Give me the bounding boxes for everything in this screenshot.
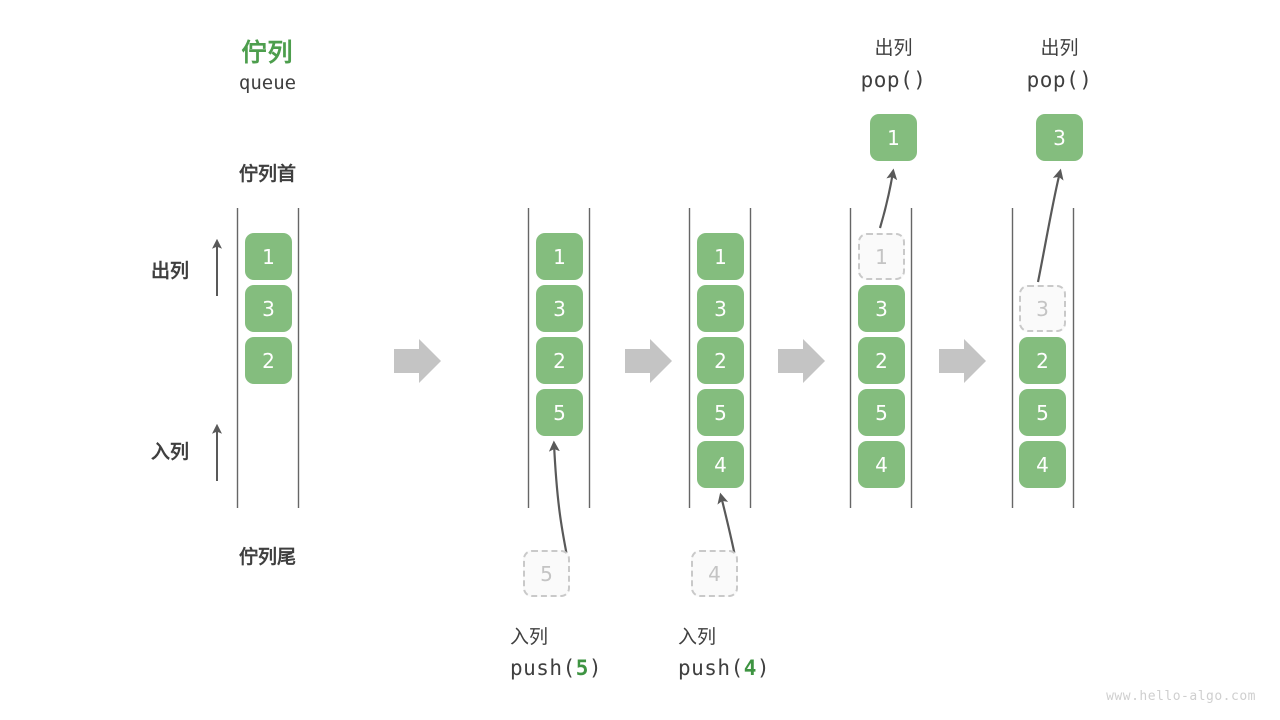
queue-tail-label: 佇列尾 — [238, 546, 296, 568]
popped-ghost-cell: 3 — [1019, 285, 1066, 332]
push-arrow-5 — [548, 440, 569, 557]
pop-header-cn-3: 出列 — [1040, 37, 1079, 59]
queue-cell: 3 — [858, 285, 905, 332]
queue-cell: 5 — [858, 389, 905, 436]
watermark: www.hello-algo.com — [1106, 689, 1256, 704]
queue-cell: 2 — [697, 337, 744, 384]
push-code-prefix: push( — [510, 656, 576, 680]
push-code-arg: 5 — [575, 656, 589, 680]
queue-cell: 2 — [536, 337, 583, 384]
step-arrow-4 — [939, 339, 986, 383]
push-arrow-4 — [717, 492, 737, 557]
step-arrow-3 — [778, 339, 825, 383]
push-code-prefix: push( — [678, 656, 744, 680]
page-title-code: queue — [238, 72, 297, 94]
pop-arrow-1 — [878, 168, 898, 229]
push-code-arg: 4 — [743, 656, 757, 680]
pop-arrow-3 — [1036, 168, 1064, 283]
page-title: 佇列 — [241, 38, 294, 67]
queue-cell: 2 — [858, 337, 905, 384]
incoming-ghost-cell-5: 5 — [523, 550, 570, 597]
queue-head-label: 佇列首 — [238, 163, 296, 185]
popped-value-cell-3: 3 — [1036, 114, 1083, 161]
push-caption-code-4: push(4) — [638, 656, 858, 680]
queue-cell: 5 — [697, 389, 744, 436]
push-caption-code-5: push(5) — [470, 656, 690, 680]
queue-cell-new: 5 — [536, 389, 583, 436]
queue-cell: 4 — [1019, 441, 1066, 488]
queue-cell: 3 — [697, 285, 744, 332]
dequeue-label: 出列 — [150, 260, 189, 282]
push-code-suffix: ) — [588, 656, 603, 680]
queue-cell: 1 — [697, 233, 744, 280]
step-arrow-1 — [394, 339, 441, 383]
push-code-suffix: ) — [756, 656, 771, 680]
queue-cell: 5 — [1019, 389, 1066, 436]
push-caption-cn-5: 入列 — [510, 626, 549, 648]
push-caption-cn-4: 入列 — [678, 626, 717, 648]
queue-cell: 1 — [245, 233, 292, 280]
queue-rails — [236, 208, 1075, 508]
queue-cell: 2 — [245, 337, 292, 384]
incoming-ghost-cell-4: 4 — [691, 550, 738, 597]
queue-cell: 2 — [1019, 337, 1066, 384]
popped-value-cell-1: 1 — [870, 114, 917, 161]
queue-cell-new: 4 — [697, 441, 744, 488]
enqueue-label: 入列 — [150, 441, 189, 463]
popped-ghost-cell: 1 — [858, 233, 905, 280]
queue-cell: 4 — [858, 441, 905, 488]
queue-cell: 1 — [536, 233, 583, 280]
pop-header-code-3: pop() — [1026, 68, 1093, 92]
queue-cell: 3 — [245, 285, 292, 332]
pop-header-code-1: pop() — [860, 68, 927, 92]
queue-cell: 3 — [536, 285, 583, 332]
pop-header-cn-1: 出列 — [874, 37, 913, 59]
step-arrow-2 — [625, 339, 672, 383]
